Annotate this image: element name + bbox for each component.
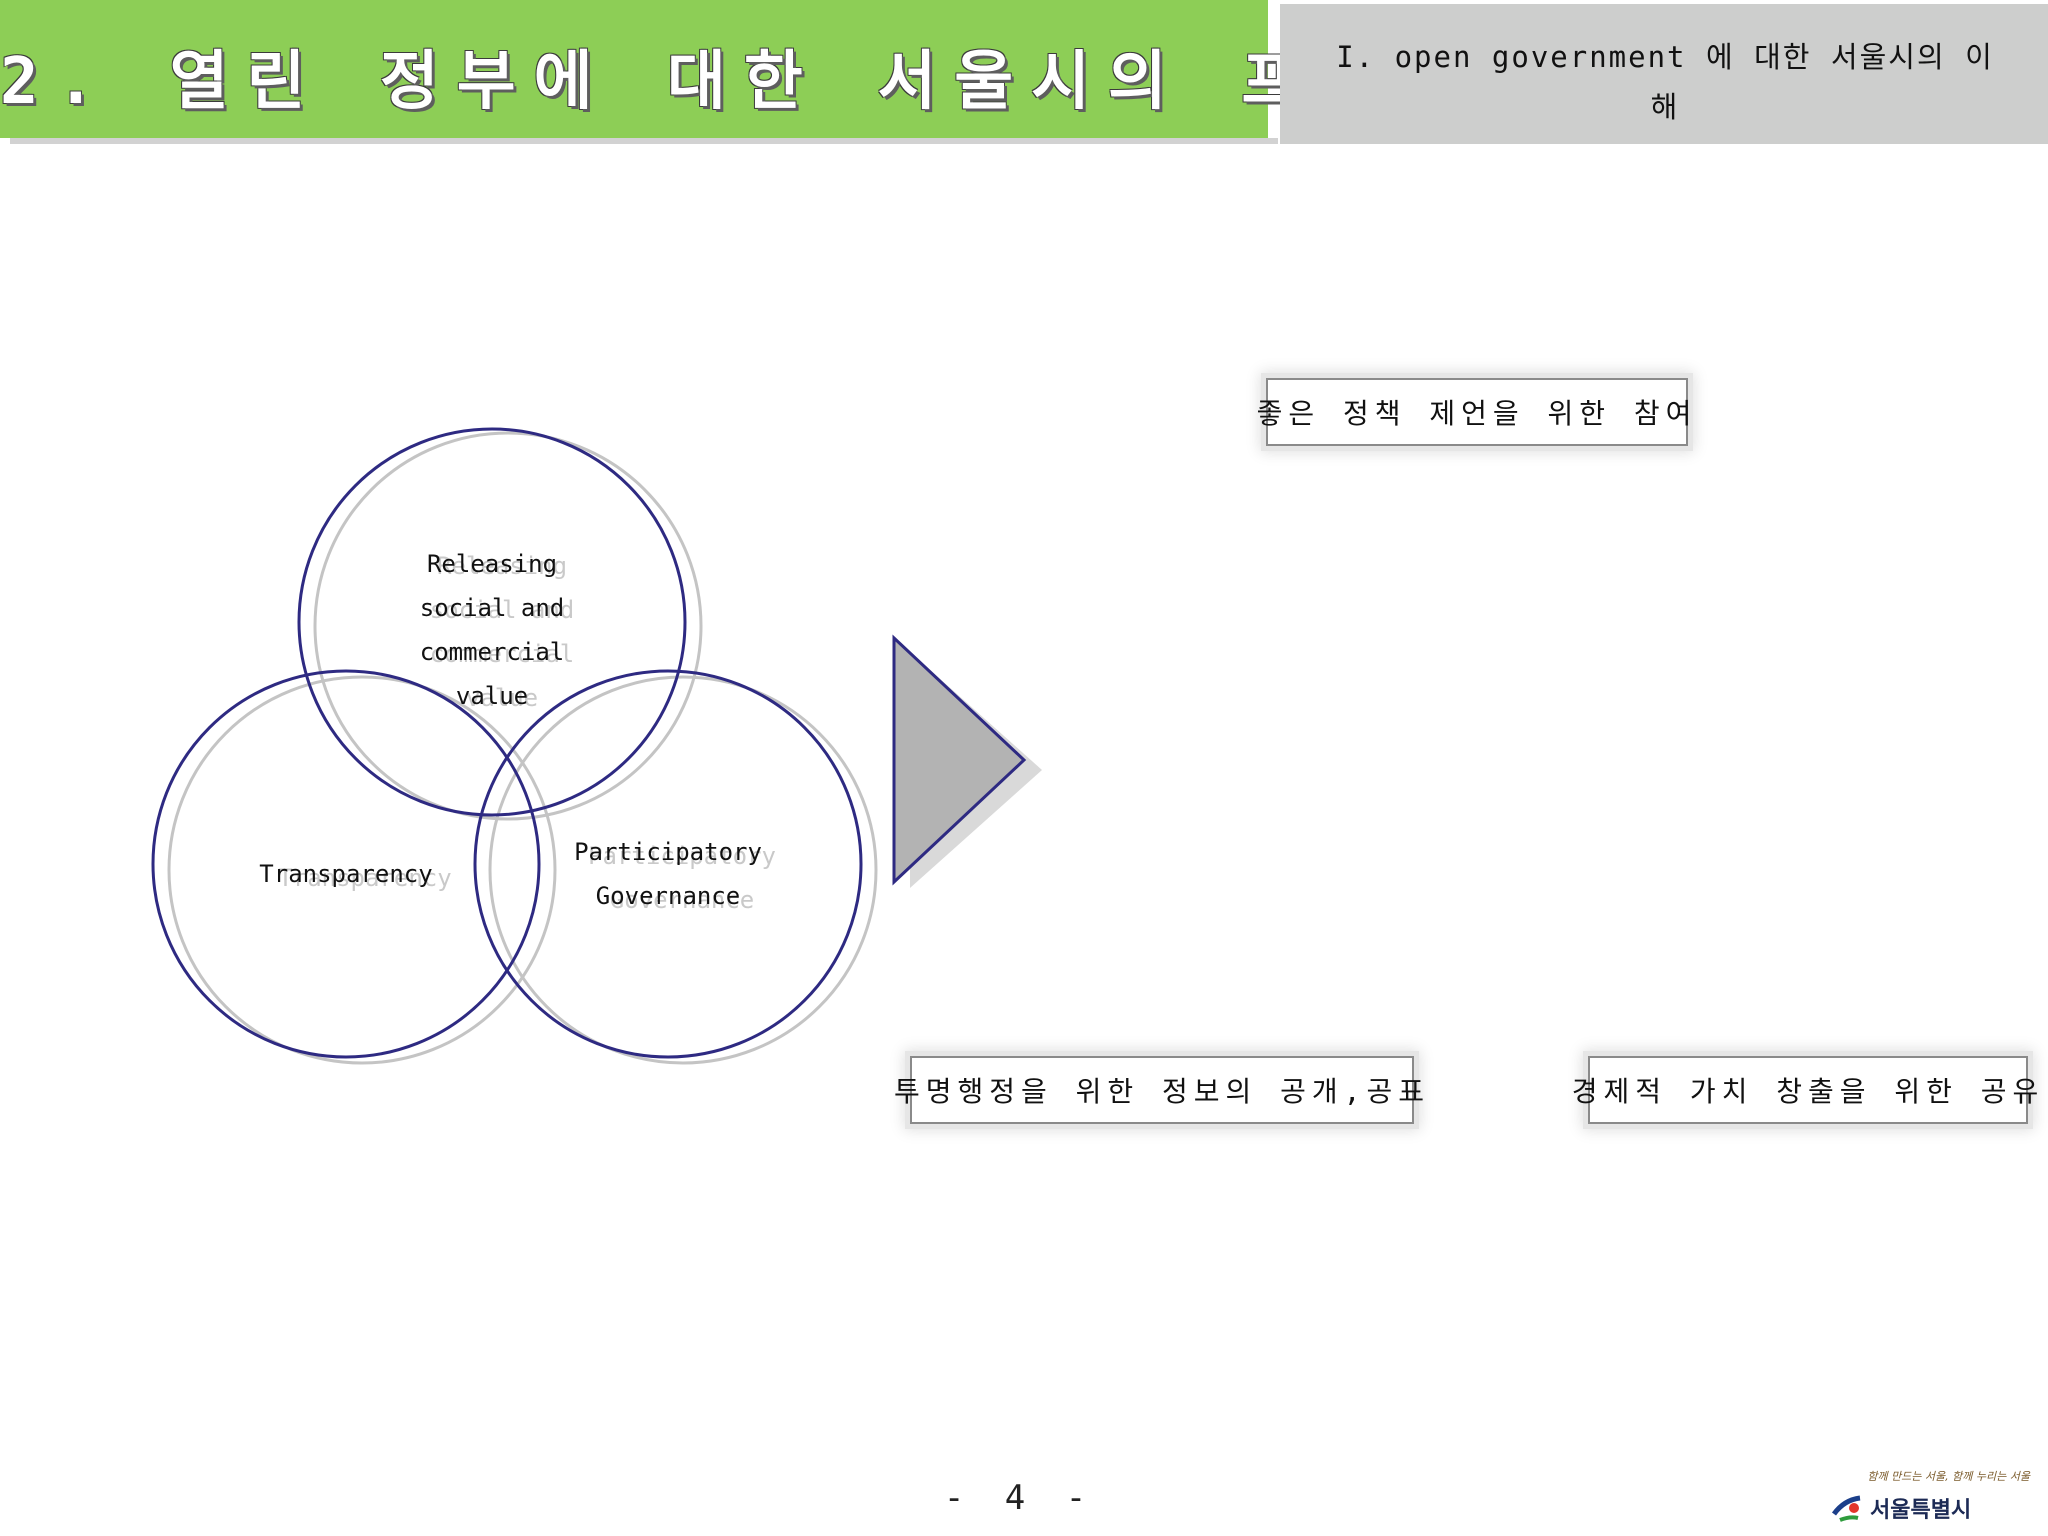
venn-right-label-line: Governance bbox=[595, 882, 741, 910]
venn-top-label-line: value bbox=[455, 682, 529, 710]
venn-right-label-shadow-line: Participatory bbox=[588, 842, 776, 870]
header-banner-shadow bbox=[10, 138, 1278, 144]
venn-right-label-shadow-line: Governance bbox=[609, 886, 755, 914]
venn-right-label: Participatory Governance bbox=[568, 830, 768, 918]
page-number: - 4 - bbox=[943, 1478, 1097, 1518]
venn-top-label-shadow-line: Releasing bbox=[436, 552, 568, 580]
venn-top-label-shadow-line: social and bbox=[429, 596, 575, 624]
page-title: 2. 열린 정부에 대한 서울시의 프레임 bbox=[0, 45, 1473, 119]
seoul-emblem-icon bbox=[1831, 1495, 1861, 1522]
venn-right-circle bbox=[473, 669, 863, 1059]
section-heading: I. open government 에 대한 서울시의 이 해 bbox=[1300, 32, 2030, 132]
header-title-banner bbox=[0, 0, 1268, 138]
venn-left-label-shadow-line: Transparency bbox=[278, 864, 452, 892]
venn-right-label-shadow: Participatory Governance bbox=[582, 834, 782, 922]
participation-box: 좋은 정책 제언을 위한 참여 bbox=[1257, 378, 1691, 446]
sharing-box: 경제적 가치 창출을 위한 공유 bbox=[1572, 1056, 2038, 1124]
logo-slogan: 함께 만드는 서울, 함께 누리는 서울 bbox=[1867, 1470, 2030, 1483]
venn-top-label-shadow-line: value bbox=[465, 684, 539, 712]
transparency-box: 투명행정을 위한 정보의 공개,공표 bbox=[894, 1056, 1424, 1124]
venn-right-label-line: Participatory bbox=[574, 838, 762, 866]
venn-top-label: Releasing social and commercial value bbox=[402, 542, 582, 718]
venn-top-label-shadow-line: commercial bbox=[429, 640, 575, 668]
section-banner bbox=[1280, 4, 2048, 144]
venn-top-label-line: commercial bbox=[419, 638, 565, 666]
section-heading-line1: I. open government 에 대한 서울시의 이 bbox=[1336, 40, 1994, 74]
venn-left-label-line: Transparency bbox=[259, 860, 433, 888]
venn-top-label-shadow: Releasing social and commercial value bbox=[412, 544, 592, 720]
section-heading-line2: 해 bbox=[1650, 90, 1680, 124]
venn-left-circle bbox=[151, 669, 541, 1059]
venn-left-label: Transparency bbox=[246, 852, 446, 896]
venn-left-circle-shadow bbox=[167, 675, 557, 1065]
venn-top-label-line: social and bbox=[419, 594, 565, 622]
venn-left-label-shadow: Transparency bbox=[265, 856, 465, 900]
seoul-logo: 함께 만드는 서울, 함께 누리는 서울 서울특별시 bbox=[1830, 1468, 2030, 1528]
right-arrow-icon bbox=[892, 634, 1027, 886]
logo-name: 서울특별시 bbox=[1870, 1498, 1972, 1523]
venn-top-circle-shadow bbox=[313, 431, 703, 821]
venn-top-circle bbox=[297, 427, 687, 817]
venn-right-circle-shadow bbox=[488, 675, 878, 1065]
venn-top-label-line: Releasing bbox=[426, 550, 558, 578]
